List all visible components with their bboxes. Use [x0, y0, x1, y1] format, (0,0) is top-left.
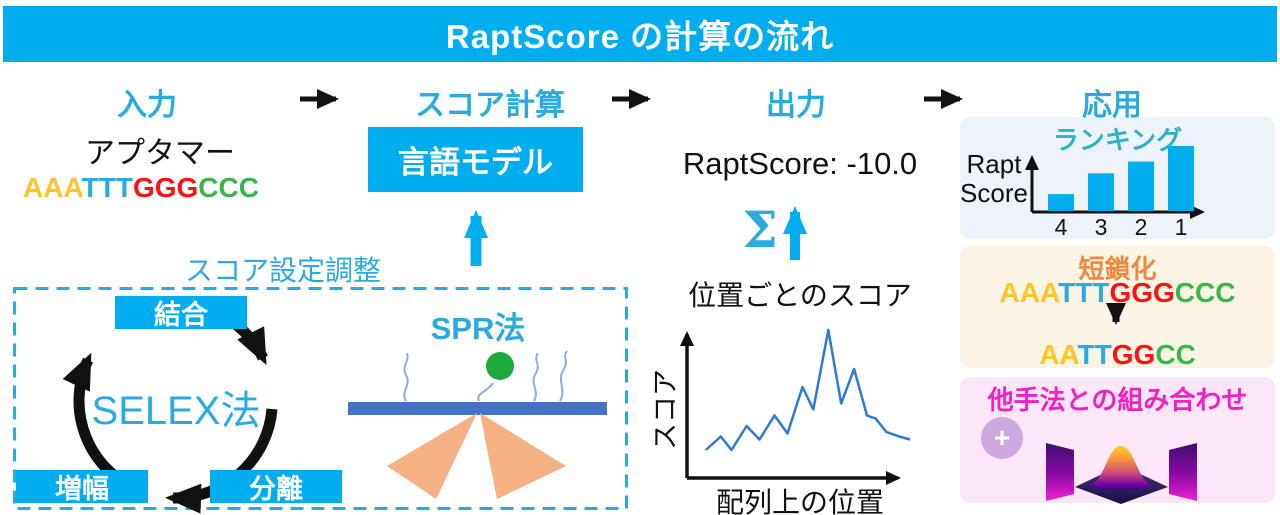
ranking-panel	[960, 117, 1275, 239]
ranking-title: ランキング	[1052, 125, 1183, 155]
position-score-chart	[680, 328, 911, 485]
spr-ligand-strand	[477, 382, 494, 402]
sequence-segment: CCC	[198, 172, 259, 203]
selex-node-separation: 分離	[210, 470, 342, 504]
sequence-segment: TT	[1077, 339, 1112, 370]
viz-right-panel	[1169, 443, 1197, 501]
ranking-category-label: 3	[1094, 214, 1108, 240]
sequence-segment: GGG	[132, 172, 199, 203]
flow-step-output: 出力	[766, 89, 826, 122]
sequence-segment: TTT	[1058, 277, 1110, 308]
sequence-segment: GGG	[1109, 277, 1175, 308]
truncation-title: 短鎖化	[1078, 254, 1157, 284]
spr-light-beam-right	[480, 413, 566, 499]
sequence-segment: TTT	[81, 172, 133, 203]
selex-node-amplification: 増幅	[16, 470, 148, 504]
viz-gaussian-peak	[1088, 446, 1154, 491]
score-line-series	[704, 328, 911, 452]
surface-plot-viz	[1046, 443, 1197, 504]
spr-ligand-strand	[559, 350, 568, 402]
sigma-symbol: Σ	[742, 200, 778, 259]
aptamer-label: アプタマー	[85, 137, 235, 170]
raptscore-result: RaptScore: -10.0	[682, 146, 918, 181]
ranking-ylabel-line1: Rapt	[966, 149, 1022, 179]
spr-light-beam-left	[387, 413, 477, 499]
spr-ligand-strand	[403, 352, 409, 402]
ranking-category-label: 1	[1174, 214, 1188, 240]
sequence-segment: AAA	[999, 277, 1059, 308]
spr-analyte-ball	[486, 352, 514, 380]
sequence-segment: CCC	[1174, 277, 1236, 308]
ranking-category-label: 2	[1134, 214, 1148, 240]
page-title: RaptScore の計算の流れ	[445, 18, 835, 55]
sequence-segment: CC	[1155, 339, 1196, 370]
truncation-seq-before: AAATTTGGGCCC	[985, 277, 1250, 309]
ranking-bar	[1128, 161, 1154, 211]
ranking-bar	[1168, 146, 1194, 211]
flow-step-input: 入力	[117, 89, 177, 122]
ranking-ylabel-line2: Score	[960, 178, 1028, 208]
ranking-bar	[1088, 173, 1114, 211]
spr-ligand-strand	[532, 352, 539, 402]
truncation-seq-after: AATTGGCC	[985, 339, 1250, 371]
flow-step-application: 応用	[1082, 89, 1142, 122]
spr-illustration	[348, 350, 607, 499]
combination-title: 他手法との組み合わせ	[987, 385, 1248, 415]
input-sequence: AAATTTGGGCCC	[10, 172, 272, 204]
spr-sensor-surface	[348, 402, 607, 415]
ranking-chart	[1025, 146, 1205, 219]
sequence-segment: AA	[1039, 339, 1078, 370]
title-banner: RaptScore の計算の流れ	[3, 6, 1277, 62]
sequence-segment: GG	[1111, 339, 1156, 370]
ranking-bar	[1048, 194, 1074, 211]
spr-title: SPR法	[430, 311, 526, 346]
tuning-dashed-box	[13, 287, 628, 510]
ranking-ylabel: Rapt Score	[960, 150, 1028, 208]
language-model-box: 言語モデル	[368, 127, 583, 192]
ranking-bars	[1048, 146, 1194, 211]
plus-icon: +	[981, 417, 1023, 459]
ranking-category-label: 4	[1054, 214, 1068, 240]
selex-center-label: SELEX法	[91, 389, 261, 433]
position-score-title: 位置ごとのスコア	[688, 280, 912, 311]
position-axis-label: 配列上の位置	[715, 487, 884, 515]
selex-node-binding: 結合	[115, 296, 247, 330]
sequence-segment: AAA	[23, 172, 82, 203]
score-axis-label: スコア	[650, 369, 681, 450]
viz-left-panel	[1046, 443, 1074, 501]
plus-glyph: +	[993, 422, 1011, 453]
flow-step-score-calc: スコア計算	[415, 89, 565, 122]
language-model-label: 言語モデル	[398, 145, 553, 180]
tuning-title: スコア設定調整	[184, 255, 381, 286]
